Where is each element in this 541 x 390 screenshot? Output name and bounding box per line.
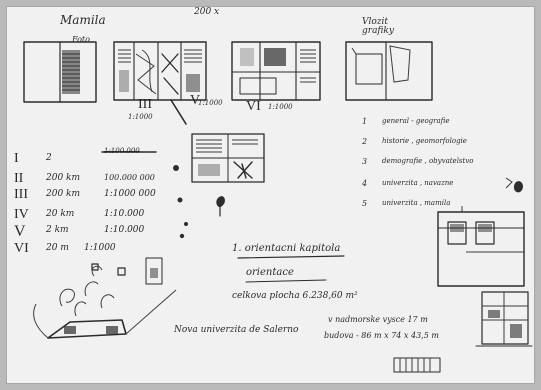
scale-list-scale: 1:1000 xyxy=(84,243,116,253)
center-thumbnail xyxy=(191,133,265,183)
scale-list-qty: 200 km xyxy=(46,173,81,183)
building-elevation xyxy=(437,206,525,287)
legend-num: 1 xyxy=(362,117,368,126)
building-dims-note: budova - 86 m x 74 x 43,5 m xyxy=(324,331,439,340)
scale-list-numeral: IV xyxy=(14,207,29,222)
scale-list-numeral: V xyxy=(14,223,26,240)
legend-text: univerzita , mamila xyxy=(382,199,451,207)
thumbnail-vi-scale: 1:1000 xyxy=(268,103,293,111)
section-drawing xyxy=(475,291,533,347)
perspective-sketch xyxy=(33,265,177,339)
legend-num: 2 xyxy=(362,137,368,146)
thumbnail-v-numeral: V xyxy=(190,93,201,108)
scale-list-scale: 1:100.000 xyxy=(104,147,140,155)
scale-list-scale: 100.000 000 xyxy=(104,173,155,182)
thumbnail-vi xyxy=(231,41,321,101)
note-underlines xyxy=(237,255,345,283)
scale-list-qty: 200 km xyxy=(46,189,81,199)
scale-dots xyxy=(101,151,188,239)
university-note: Nova univerzita de Salerno xyxy=(174,325,299,335)
orientation-note: orientace xyxy=(246,267,294,278)
scale-list-qty: 20 km xyxy=(46,209,75,219)
thumbnail-iii-numeral: III xyxy=(138,97,152,112)
thumbnail-vi-numeral: VI xyxy=(246,99,261,114)
scale-list-scale: 1:10.000 xyxy=(104,209,145,219)
pin-mark xyxy=(216,196,225,217)
sketch-drawing xyxy=(23,41,533,373)
small-squares xyxy=(91,257,163,285)
thumbnail-photo-label: Foto xyxy=(72,35,90,44)
thumbnail-v-scale: 1:1000 xyxy=(198,99,223,107)
scale-list-qty: 2 xyxy=(46,153,52,163)
scale-list-scale: 1:1000 000 xyxy=(104,189,156,199)
thumbnail-iii-scale: 1:1000 xyxy=(128,113,153,121)
thumbnail-photo xyxy=(23,41,97,103)
scale-list-numeral: I xyxy=(14,151,19,166)
sketch-sheet: Mamila 200 x Foto III 1:1000 V 1:1000 VI… xyxy=(6,6,535,384)
thumbnail-graphics xyxy=(345,41,433,101)
scale-list-numeral: II xyxy=(14,171,24,186)
chapter-note: 1. orientacni kapitola xyxy=(232,243,341,254)
scale-note: 200 x xyxy=(194,7,220,17)
legend-num: 4 xyxy=(362,179,368,188)
scale-list-numeral: VI xyxy=(14,241,29,256)
legend-text: general - geografie xyxy=(382,117,450,125)
title-scribble: Mamila xyxy=(60,13,106,27)
scale-list-qty: 2 km xyxy=(46,225,69,235)
scale-list-scale: 1:10.000 xyxy=(104,225,145,235)
thumbnail-iii xyxy=(113,41,207,125)
altitude-note: v nadmorske vysce 17 m xyxy=(328,315,428,324)
scale-list-qty: 20 m xyxy=(46,243,69,253)
scale-list-numeral: III xyxy=(14,187,28,202)
thumbnail-graphics-label: Vlozit grafiky xyxy=(362,17,394,36)
legend-num: 5 xyxy=(362,199,368,208)
legend-mark xyxy=(505,177,523,193)
legend-num: 3 xyxy=(362,157,368,166)
area-note: celkova plocha 6.238,60 m² xyxy=(232,291,358,301)
legend-text: historie , geomorfologie xyxy=(382,137,467,145)
legend-text: univerzita , navazne xyxy=(382,179,454,187)
facade-strip xyxy=(393,357,441,373)
legend-text: demografie , obyvatelstvo xyxy=(382,157,474,165)
